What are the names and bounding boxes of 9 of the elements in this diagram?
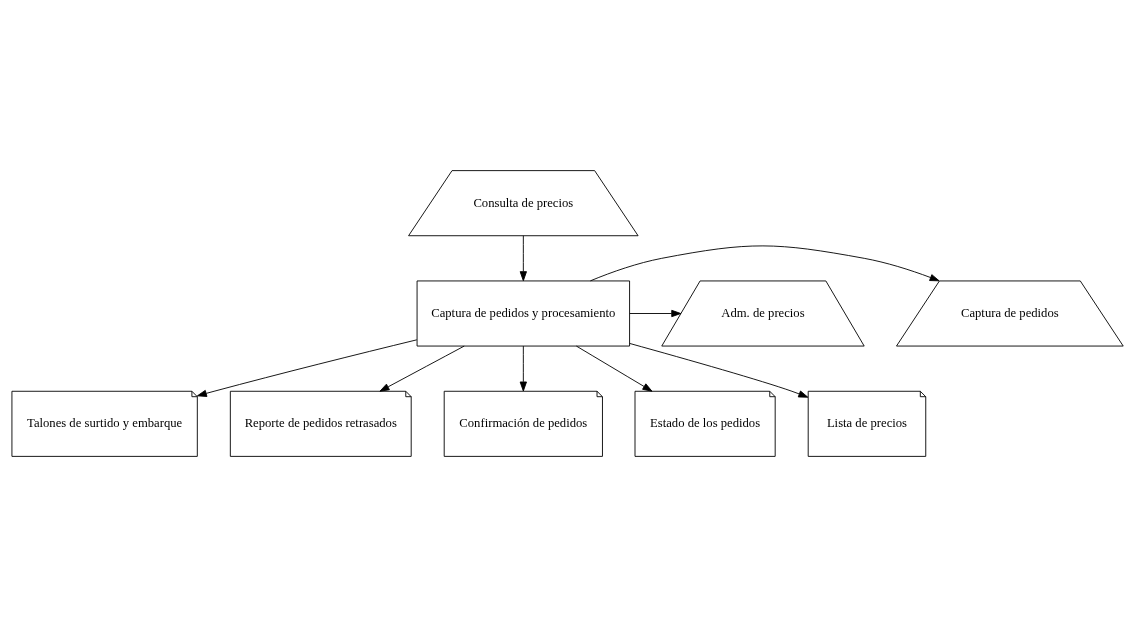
node-box: Captura de pedidos y procesamiento [416,280,631,346]
arrow [519,345,527,391]
arrow [575,345,653,392]
arrow [519,234,527,281]
arrow [629,342,809,398]
arrow [196,338,418,397]
arrow [379,345,465,392]
arrow [629,309,682,317]
arrow [589,244,940,281]
